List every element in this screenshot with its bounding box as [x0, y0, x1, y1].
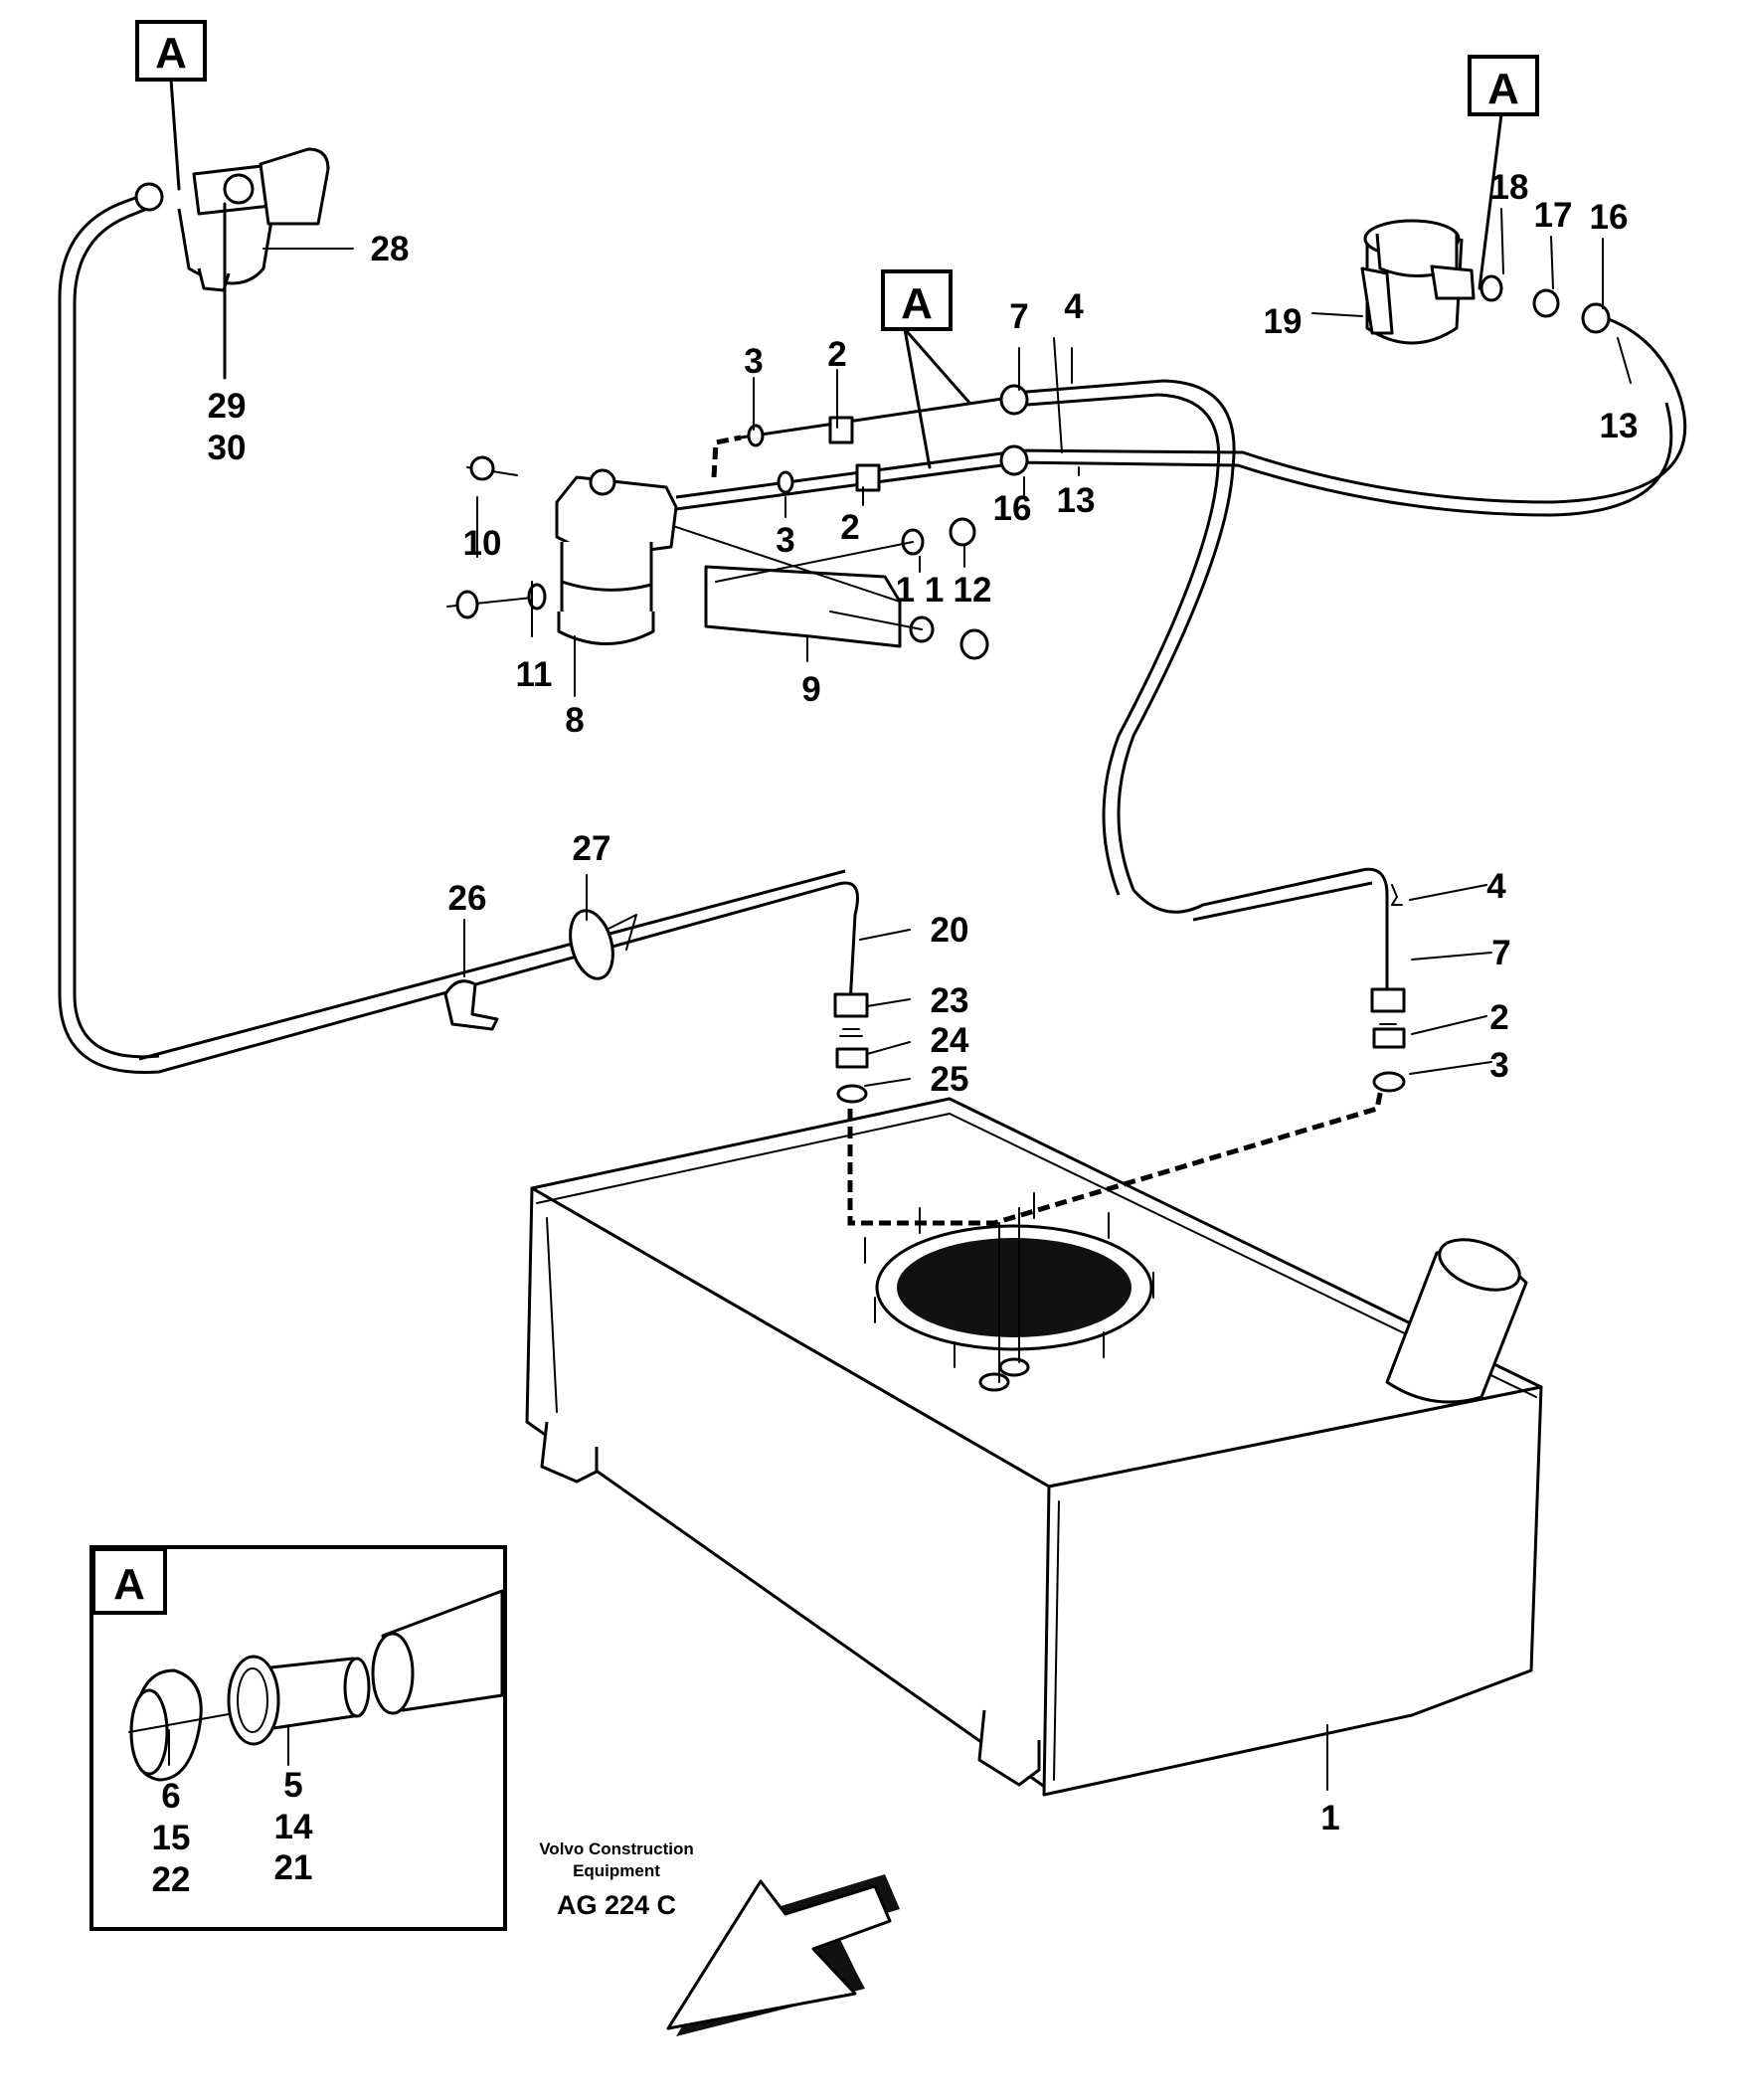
label-part-30: 30	[208, 429, 247, 467]
label-part-3: 3	[1489, 1046, 1508, 1085]
leader-lines	[168, 202, 1632, 1791]
fuel-tank	[525, 1083, 1543, 1797]
brand-line-1: Volvo Construction	[539, 1839, 694, 1858]
label-part-6: 6	[161, 1777, 180, 1816]
label-part-26: 26	[448, 879, 487, 918]
label-part-3: 3	[744, 342, 763, 381]
callout-a-center: A	[881, 269, 971, 469]
label-part-20: 20	[931, 911, 969, 950]
label-part-22: 22	[152, 1860, 191, 1899]
label-part-13: 13	[1600, 407, 1639, 445]
detail-a-inset: A	[89, 1545, 507, 1931]
label-part-4: 4	[1486, 867, 1506, 906]
label-part-2: 2	[1489, 998, 1508, 1037]
callout-a-top-left: A	[135, 20, 207, 191]
svg-text:A: A	[155, 29, 187, 78]
feed-pump-left	[134, 147, 330, 292]
label-part-2: 2	[840, 508, 859, 547]
part-labels: 1 3 2 3 2 7 4 16 13 10 11 8 9 1 1 12 4 7…	[152, 168, 1639, 1899]
label-part-17: 17	[1534, 196, 1573, 235]
svg-text:A: A	[113, 1560, 145, 1609]
label-part-4: 4	[1064, 287, 1084, 326]
label-part-16: 16	[993, 489, 1032, 528]
label-part-10: 10	[463, 524, 502, 563]
label-part-11: 11	[516, 655, 553, 694]
label-part-7: 7	[1009, 297, 1028, 336]
label-part-16: 16	[1590, 198, 1629, 237]
suction-pipe	[58, 187, 869, 1104]
label-part-5: 5	[283, 1766, 302, 1805]
label-part-29: 29	[208, 387, 247, 426]
svg-text:A: A	[1487, 65, 1519, 113]
label-part-7: 7	[1491, 934, 1510, 972]
label-part-18: 18	[1490, 168, 1529, 207]
drawing-code: AG 224 C	[557, 1890, 676, 1920]
label-part-1: 1	[1320, 1799, 1339, 1838]
label-part-21: 21	[274, 1848, 313, 1887]
front-direction-arrow	[666, 1874, 900, 2036]
label-part-12: 12	[954, 571, 992, 610]
label-part-25: 25	[931, 1060, 969, 1099]
brand-line-2: Equipment	[573, 1861, 660, 1880]
label-part-27: 27	[573, 829, 611, 868]
label-part-2: 2	[827, 335, 846, 374]
callout-a-top-right: A	[1468, 55, 1539, 290]
label-part-3: 3	[776, 521, 794, 560]
drawing-footer: Volvo Construction Equipment AG 224 C	[539, 1839, 694, 1920]
label-part-23: 23	[931, 981, 969, 1020]
label-part-24: 24	[931, 1021, 969, 1060]
feed-pump-right	[1360, 219, 1611, 345]
label-part-11: 1 1	[896, 571, 945, 610]
label-part-15: 15	[152, 1819, 191, 1857]
label-part-13: 13	[1057, 481, 1096, 520]
label-part-28: 28	[371, 230, 410, 268]
label-part-9: 9	[801, 670, 820, 709]
svg-text:A: A	[901, 279, 933, 328]
label-part-14: 14	[274, 1808, 313, 1846]
label-part-8: 8	[565, 701, 584, 740]
fuel-filter-assembly	[446, 384, 1029, 660]
label-part-19: 19	[1264, 302, 1303, 341]
return-pipe	[1008, 316, 1687, 1093]
